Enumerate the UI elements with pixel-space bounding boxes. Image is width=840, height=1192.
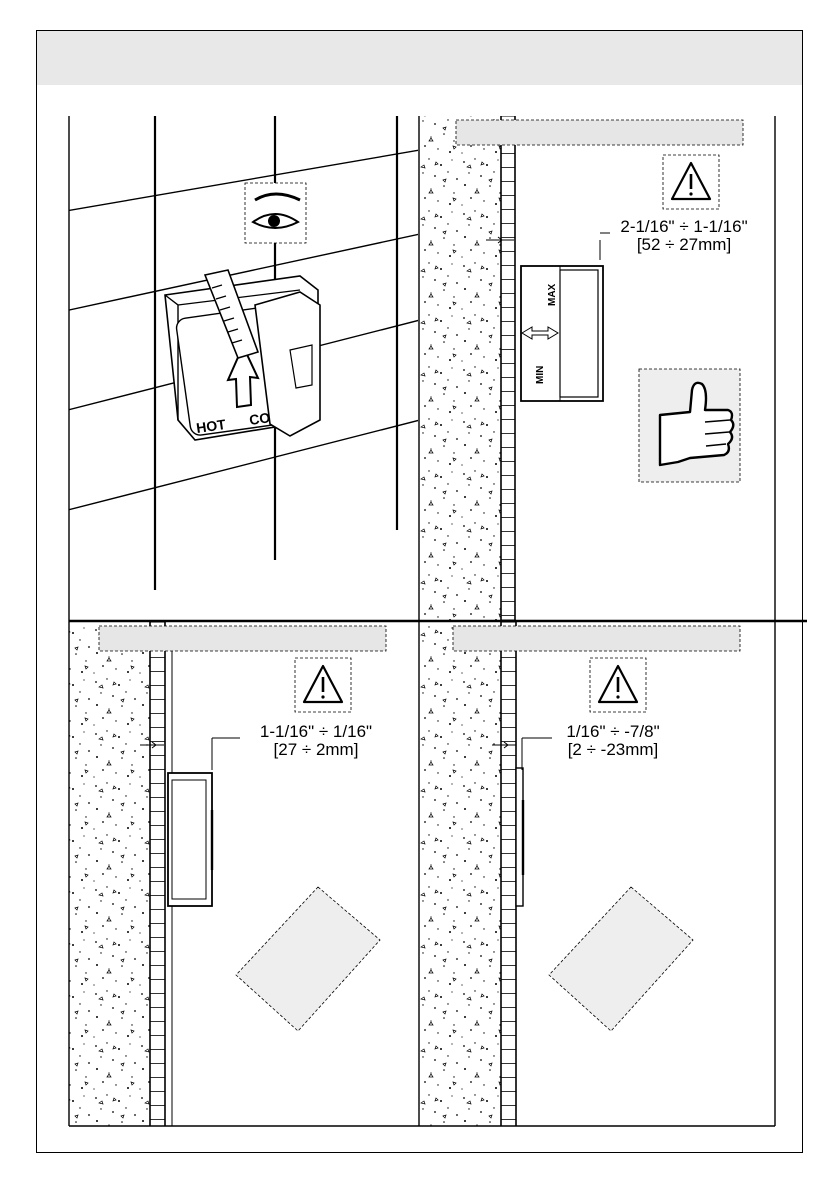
dimension-metric: [52 ÷ 27mm] bbox=[596, 236, 772, 254]
eye-icon bbox=[245, 183, 306, 243]
dimension-label-bottom-left: 1-1/16" ÷ 1/16" [27 ÷ 2mm] bbox=[236, 723, 396, 759]
concrete-wall bbox=[420, 116, 501, 620]
tile-layer bbox=[501, 622, 516, 1126]
panel-top-left: HOT CO bbox=[60, 116, 420, 590]
dimension-metric: [2 ÷ -23mm] bbox=[548, 741, 678, 759]
mixer-body: HOT CO bbox=[165, 270, 320, 440]
min-label: MIN bbox=[535, 366, 546, 384]
warning-icon bbox=[590, 658, 646, 712]
tile-layer bbox=[150, 622, 165, 1126]
label-bar-bottom-right bbox=[453, 626, 740, 651]
warning-icon bbox=[663, 155, 719, 209]
panel-top-right: MAX MIN bbox=[420, 116, 743, 620]
tile-layer bbox=[501, 116, 515, 620]
dimension-imperial: 2-1/16" ÷ 1-1/16" bbox=[596, 218, 772, 236]
dimension-metric: [27 ÷ 2mm] bbox=[236, 741, 396, 759]
placeholder-stamp bbox=[549, 887, 693, 1031]
panel-bottom-right bbox=[420, 622, 740, 1126]
thumbs-up-icon bbox=[639, 369, 740, 482]
mixer-side-view bbox=[168, 773, 212, 906]
label-bar-bottom-left bbox=[99, 626, 386, 651]
concrete-wall bbox=[69, 622, 150, 1126]
dimension-imperial: 1/16" ÷ -7/8" bbox=[548, 723, 678, 741]
mixer-side-view bbox=[516, 768, 523, 906]
mixer-side-view: MAX MIN bbox=[521, 266, 603, 401]
concrete-wall bbox=[420, 622, 501, 1126]
panel-bottom-left bbox=[69, 622, 386, 1126]
dimension-imperial: 1-1/16" ÷ 1/16" bbox=[236, 723, 396, 741]
dimension-label-top-right: 2-1/16" ÷ 1-1/16" [52 ÷ 27mm] bbox=[596, 218, 772, 254]
placeholder-stamp bbox=[236, 887, 380, 1031]
max-label: MAX bbox=[547, 283, 558, 306]
dimension-label-bottom-right: 1/16" ÷ -7/8" [2 ÷ -23mm] bbox=[548, 723, 678, 759]
label-bar-top-right bbox=[456, 120, 743, 145]
warning-icon bbox=[295, 658, 351, 712]
